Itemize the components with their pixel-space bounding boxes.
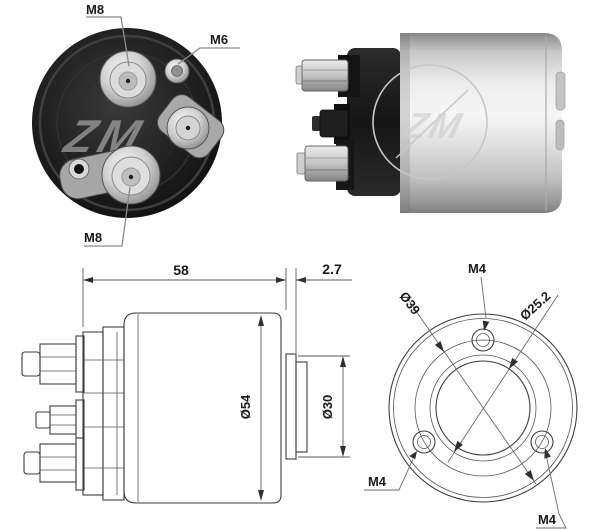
terminal-m8-bottom xyxy=(59,145,161,205)
hole-top xyxy=(471,328,495,352)
bolt-circle xyxy=(414,339,552,477)
drawing-stud-m6-middle xyxy=(35,399,85,439)
mounting-holes xyxy=(412,328,554,454)
front-view-drawing: M4 Ø39 Ø25.2 M4 M4 xyxy=(364,261,578,529)
stud-m6-middle xyxy=(312,109,349,138)
terminal-m6-strap xyxy=(157,94,225,159)
terminal-m6-stud xyxy=(164,58,190,84)
dim-o25-2: Ø25.2 xyxy=(517,288,553,323)
leader-m8-top xyxy=(86,16,130,67)
drawing-stud-m8-top xyxy=(21,335,85,393)
watermark-side-text: ZM xyxy=(399,106,469,146)
drawing-hub xyxy=(295,361,308,453)
drawing-terminal-cap xyxy=(82,326,125,501)
side-view-drawing: 58 2.7 Ø54 Ø30 xyxy=(21,261,352,504)
front-circles xyxy=(388,313,578,503)
dim-2-7: 2.7 xyxy=(322,261,342,277)
rear-photo-callouts: M8 M6 M8 xyxy=(84,2,240,247)
dim-length: 58 2.7 xyxy=(82,261,352,353)
drawing-stud-m8-bottom xyxy=(23,437,85,491)
rear-view-photo: ZM xyxy=(32,2,240,247)
label-m8-bottom: M8 xyxy=(84,230,102,245)
solenoid-cylinder xyxy=(400,33,562,213)
terminal-m8-top xyxy=(99,50,157,108)
drawing-end-plate xyxy=(285,353,297,460)
dim-58: 58 xyxy=(173,262,189,278)
label-m8-top: M8 xyxy=(86,2,104,17)
hole-bottom-left xyxy=(412,430,436,454)
stud-m8-bottom xyxy=(296,145,349,182)
label-m4-bottom-right: M4 xyxy=(538,512,557,527)
watermark-side: ZM xyxy=(372,64,488,180)
cylinder-notch-bottom xyxy=(555,119,565,151)
hole-bottom-right xyxy=(530,430,554,454)
bore-circle xyxy=(435,360,531,456)
cylinder-notch-top xyxy=(555,71,566,111)
front-diagonals xyxy=(406,294,559,485)
side-view-photo: ZM xyxy=(295,33,566,213)
cylinder-left-shade xyxy=(400,33,410,213)
dim-o54: Ø54 xyxy=(238,394,253,419)
leader-m6 xyxy=(177,47,240,65)
leader-m8-bottom xyxy=(84,186,131,247)
dim-body-diameter: Ø54 xyxy=(238,315,264,501)
dim-flange-diameter: Ø30 xyxy=(298,355,350,458)
drawing-body xyxy=(123,312,308,504)
dim-o39: Ø39 xyxy=(397,289,424,318)
dim-o30: Ø30 xyxy=(320,395,335,420)
label-m4-bottom-left: M4 xyxy=(368,474,387,489)
label-m4-top: M4 xyxy=(468,261,487,276)
stud-m8-top xyxy=(295,59,349,92)
label-m6: M6 xyxy=(210,32,228,47)
